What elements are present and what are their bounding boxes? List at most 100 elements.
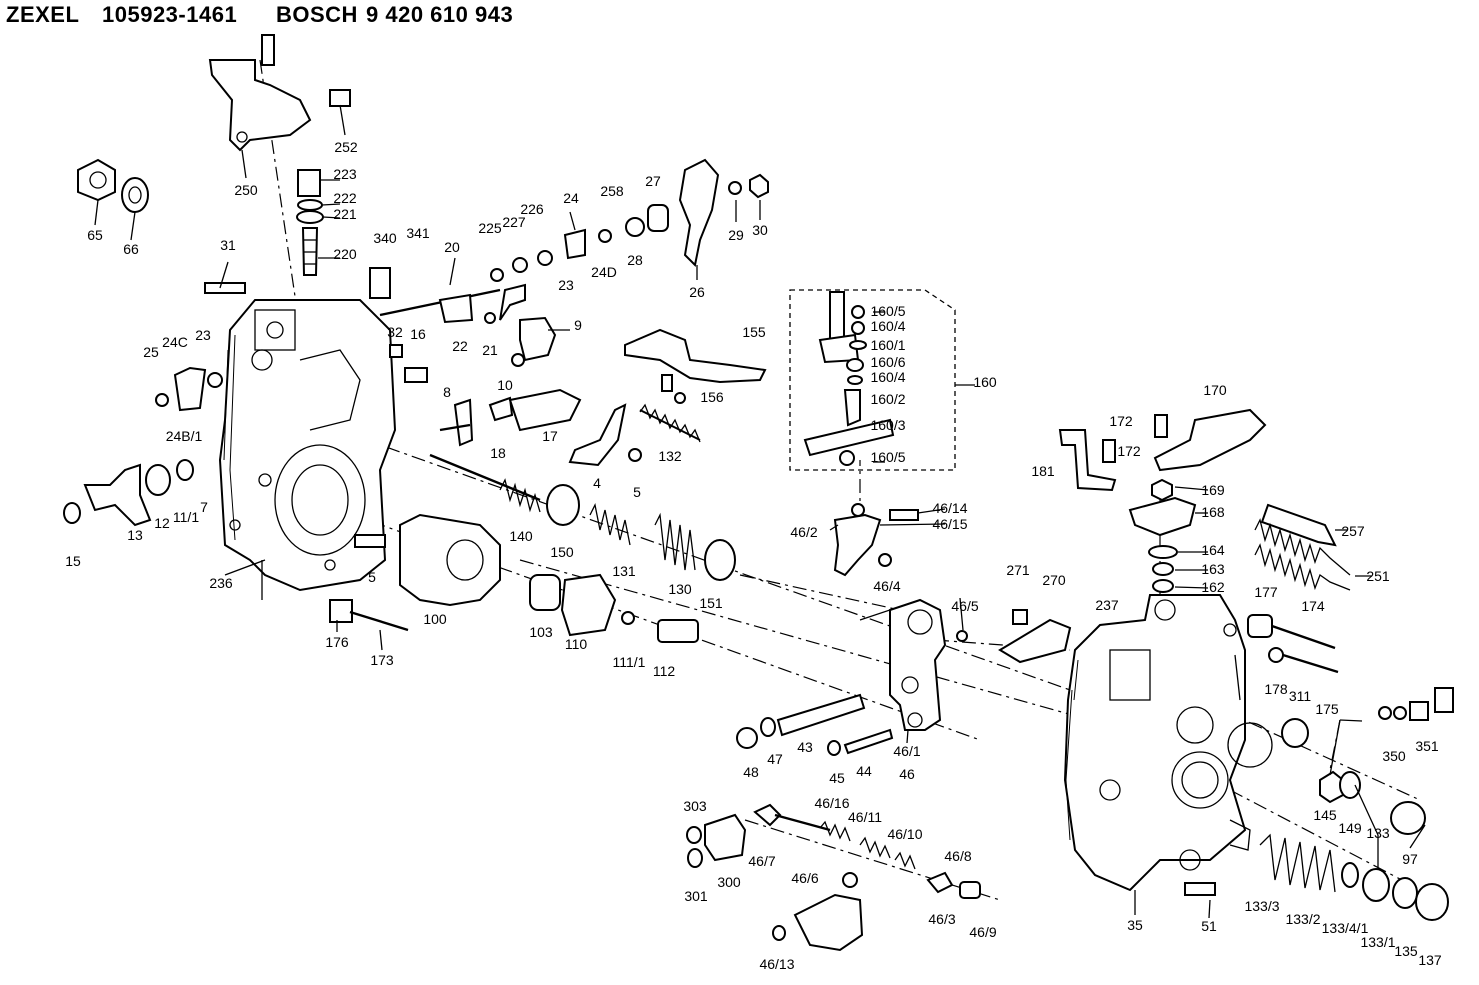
part-label-46-13: 46/13 <box>759 956 794 972</box>
part-label-251: 251 <box>1366 568 1390 584</box>
part-label-112: 112 <box>653 663 676 679</box>
part-label-46-8: 46/8 <box>944 848 971 864</box>
lever-shaft-assembly-20-30 <box>369 158 769 324</box>
part-label-150: 150 <box>550 544 574 560</box>
part-label-160-5: 160/5 <box>870 303 905 319</box>
part-label-24B-1: 24B/1 <box>166 428 203 444</box>
zexel-part-number: 105923-1461 <box>102 2 238 27</box>
part-label-26: 26 <box>689 284 705 300</box>
part-label-351: 351 <box>1415 738 1439 754</box>
lever-46-2-46-15 <box>833 503 919 577</box>
part-label-46-9: 46/9 <box>969 924 996 940</box>
part-label-24: 24 <box>563 190 579 206</box>
part-label-24C: 24C <box>162 334 188 350</box>
part-label-132: 132 <box>658 448 682 464</box>
fittings-350-351-97 <box>1319 687 1454 835</box>
part-label-65: 65 <box>87 227 103 243</box>
part-label-226: 226 <box>520 201 544 217</box>
part-label-303: 303 <box>683 798 707 814</box>
part-label-46: 46 <box>899 766 915 782</box>
lever-46-46-1 <box>889 598 968 731</box>
part-label-30: 30 <box>752 222 768 238</box>
flyweight-100-103-110 <box>399 513 699 643</box>
part-label-32: 32 <box>387 324 403 340</box>
lever-group-8-18 <box>439 316 582 447</box>
brand-bosch: BOSCH <box>276 2 358 27</box>
part-label-160-1: 160/1 <box>870 337 905 353</box>
part-label-160-4: 160/4 <box>870 369 905 385</box>
part-label-46-14: 46/14 <box>932 500 967 516</box>
part-label-133: 133 <box>1366 825 1390 841</box>
part-label-46-15: 46/15 <box>932 516 967 532</box>
part-label-23: 23 <box>195 327 211 343</box>
lever-170-181 <box>1058 408 1267 593</box>
bosch-part-number: 9 420 610 943 <box>366 2 514 27</box>
part-label-221: 221 <box>333 206 357 222</box>
part-label-223: 223 <box>333 166 357 182</box>
part-label-160-4: 160/4 <box>870 318 905 334</box>
part-label-46-5: 46/5 <box>951 598 978 614</box>
part-label-5: 5 <box>368 569 376 585</box>
part-label-24D: 24D <box>591 264 617 280</box>
left-small-parts <box>63 282 428 632</box>
part-label-236: 236 <box>209 575 233 591</box>
pump-cover-housing <box>218 299 397 600</box>
part-label-46-1: 46/1 <box>893 743 920 759</box>
part-label-110: 110 <box>565 636 588 652</box>
part-label-51: 51 <box>1201 918 1217 934</box>
part-label-155: 155 <box>742 324 766 340</box>
part-label-5: 5 <box>633 484 641 500</box>
part-label-46-2: 46/2 <box>790 524 817 540</box>
part-label-181: 181 <box>1031 463 1055 479</box>
part-label-258: 258 <box>600 183 624 199</box>
part-label-12: 12 <box>154 515 170 531</box>
part-label-4: 4 <box>593 475 601 491</box>
part-label-28: 28 <box>627 252 643 268</box>
part-label-97: 97 <box>1402 851 1418 867</box>
spring-stack-133 <box>1184 833 1449 921</box>
leader-lines <box>94 104 1426 919</box>
part-label-7: 7 <box>200 499 208 515</box>
part-label-47: 47 <box>767 751 783 767</box>
part-label-140: 140 <box>509 528 533 544</box>
part-label-145: 145 <box>1313 807 1337 823</box>
part-label-27: 27 <box>645 173 661 189</box>
part-label-168: 168 <box>1201 504 1225 520</box>
part-label-22: 22 <box>452 338 468 354</box>
part-label-227: 227 <box>502 214 526 230</box>
part-label-172: 172 <box>1117 443 1141 459</box>
part-label-340: 340 <box>373 230 397 246</box>
part-label-250: 250 <box>234 182 258 198</box>
part-label-13: 13 <box>127 527 143 543</box>
part-label-225: 225 <box>478 220 502 236</box>
part-label-133-1: 133/1 <box>1360 934 1395 950</box>
part-label-270: 270 <box>1042 572 1066 588</box>
part-label-35: 35 <box>1127 917 1143 933</box>
part-label-173: 173 <box>370 652 394 668</box>
part-label-46-3: 46/3 <box>928 911 955 927</box>
part-label-222: 222 <box>333 190 357 206</box>
pump-main-housing <box>1063 594 1273 892</box>
part-label-48: 48 <box>743 764 759 780</box>
part-label-160-6: 160/6 <box>870 354 905 370</box>
part-label-271: 271 <box>1006 562 1030 578</box>
part-label-46-6: 46/6 <box>791 870 818 886</box>
part-label-21: 21 <box>482 342 498 358</box>
part-label-103: 103 <box>529 624 553 640</box>
part-label-177: 177 <box>1254 584 1278 600</box>
part-label-15: 15 <box>65 553 81 569</box>
bracket-270-271 <box>998 609 1072 664</box>
part-label-301: 301 <box>684 888 708 904</box>
part-label-46-10: 46/10 <box>887 826 922 842</box>
part-label-160-3: 160/3 <box>870 417 905 433</box>
part-label-8: 8 <box>443 384 451 400</box>
part-label-137: 137 <box>1418 952 1442 968</box>
part-label-29: 29 <box>728 227 744 243</box>
part-label-237: 237 <box>1095 597 1119 613</box>
part-label-133-3: 133/3 <box>1244 898 1279 914</box>
spring-132-lever-4 <box>568 403 701 467</box>
part-label-18: 18 <box>490 445 506 461</box>
shaft-43-48 <box>736 693 894 756</box>
part-label-43: 43 <box>797 739 813 755</box>
assembly-box-160 <box>789 289 956 471</box>
